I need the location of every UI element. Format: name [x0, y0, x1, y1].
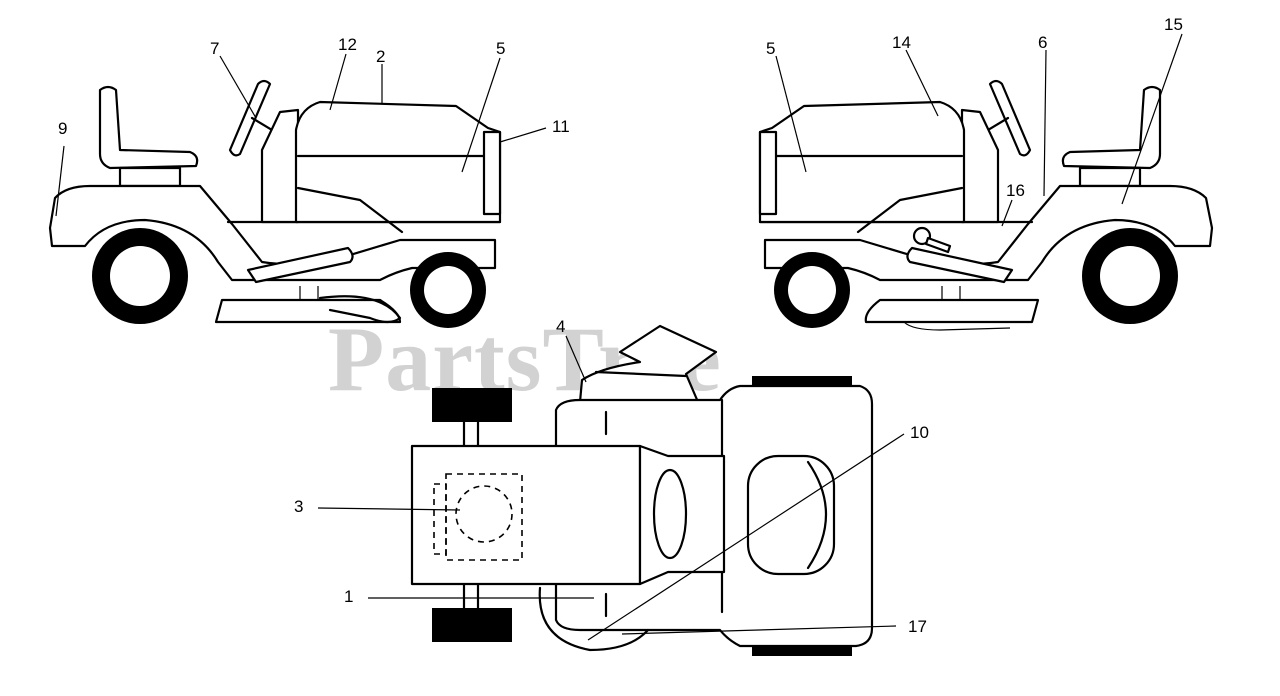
right-mower-deck — [864, 298, 1040, 324]
callout-4: 4 — [556, 317, 565, 336]
right-rear-fender — [763, 184, 1214, 282]
callout-6: 6 — [1038, 33, 1047, 52]
left-hood — [294, 100, 502, 224]
tractor-left-view — [48, 79, 502, 328]
callout-labels: 7 12 2 5 11 9 5 14 6 15 16 4 3 1 10 17 — [58, 15, 1183, 636]
callout-3: 3 — [294, 497, 303, 516]
left-grille — [482, 130, 502, 216]
left-seat — [98, 85, 199, 170]
left-discharge-chute — [318, 295, 402, 324]
right-steering-wheel — [988, 79, 1032, 157]
callout-1: 1 — [344, 587, 353, 606]
callout-2: 2 — [376, 47, 385, 66]
callout-17: 17 — [908, 617, 927, 636]
right-deck-hanger — [941, 286, 961, 300]
callout-16: 16 — [1006, 181, 1025, 200]
callout-9: 9 — [58, 119, 67, 138]
left-pedal — [246, 246, 354, 284]
callout-15: 15 — [1164, 15, 1183, 34]
right-dash — [960, 108, 1000, 224]
left-steering-wheel — [228, 79, 272, 157]
callout-11: 11 — [552, 117, 570, 136]
callout-14: 14 — [892, 33, 911, 52]
callout-7: 7 — [210, 39, 219, 58]
right-grille — [758, 130, 778, 216]
left-rear-fender — [48, 184, 497, 282]
right-ignition-key — [912, 226, 932, 246]
top-front-axle — [462, 420, 480, 610]
tractor-right-view — [758, 79, 1214, 331]
callout-5-left: 5 — [496, 39, 505, 58]
top-front-wheel-upper — [432, 388, 512, 422]
right-seat — [1061, 85, 1162, 170]
right-pedal — [906, 246, 1014, 284]
callout-10: 10 — [910, 423, 929, 442]
top-hood — [410, 444, 642, 586]
left-dash — [260, 108, 300, 224]
left-deck-hanger — [299, 286, 319, 300]
tractor-top-view — [410, 324, 874, 656]
top-dash-oval — [652, 468, 688, 560]
callout-5-right: 5 — [766, 39, 775, 58]
right-hood-side — [856, 186, 964, 234]
top-front-wheel-lower — [432, 608, 512, 642]
top-steering-wheel — [578, 324, 718, 404]
top-engine-circle — [455, 485, 513, 543]
top-seat — [746, 454, 836, 576]
left-hood-side — [296, 186, 404, 234]
left-seat-base — [118, 166, 182, 188]
leader-lines — [55, 33, 1183, 641]
top-lower-fender — [538, 586, 650, 652]
callout-12: 12 — [338, 35, 357, 54]
right-hood — [758, 100, 966, 224]
